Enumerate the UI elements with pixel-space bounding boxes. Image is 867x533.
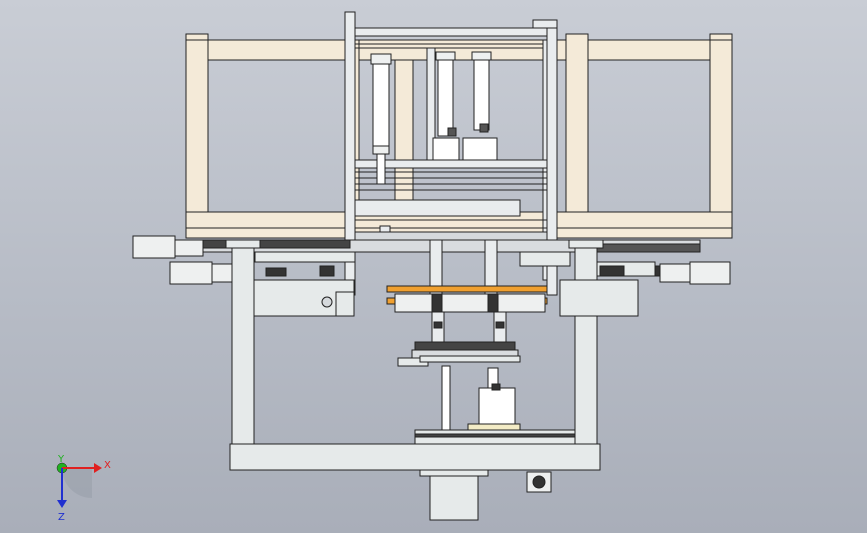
cylinder-left (372, 55, 390, 149)
frame-inner-right-post (565, 33, 589, 237)
axis-x-label: X (104, 460, 111, 471)
frame-leg-left (231, 247, 255, 445)
frame-top-beam (185, 39, 733, 61)
cylinder-right-block (462, 137, 498, 161)
servo-motors (132, 235, 731, 493)
cylinders (370, 51, 498, 185)
cylinder-mid (437, 55, 454, 137)
guide-rod (441, 365, 451, 441)
central-carriage (344, 11, 558, 296)
carriage-top-plate (354, 27, 548, 37)
gripper-bar (394, 293, 546, 313)
frame-left-post (185, 39, 209, 237)
axis-y-label: Y (57, 454, 65, 465)
cylinder-right (473, 55, 490, 131)
gripper-plate (414, 341, 516, 351)
orange-rod-upper (386, 285, 548, 293)
frame-pedestal (429, 469, 479, 521)
cylinder-mid-block (432, 137, 460, 161)
press-cylinder (478, 387, 516, 427)
frame-right-post (709, 39, 733, 237)
frame-leg-right (574, 247, 598, 445)
carriage-lower-plate (354, 199, 521, 217)
slide-rail (199, 239, 701, 277)
gripper-assembly (386, 239, 548, 367)
frame-base-plate (229, 443, 601, 471)
axis-z-label: Z (58, 512, 65, 523)
axis-triad: X Y Z (56, 454, 111, 523)
motor-right (689, 261, 731, 285)
work-station (414, 365, 576, 445)
machine-frame (225, 239, 639, 521)
work-pad (467, 423, 521, 431)
motor-left-lower (169, 261, 213, 285)
motor-left-upper (132, 235, 176, 259)
carriage-block-right (559, 279, 639, 317)
